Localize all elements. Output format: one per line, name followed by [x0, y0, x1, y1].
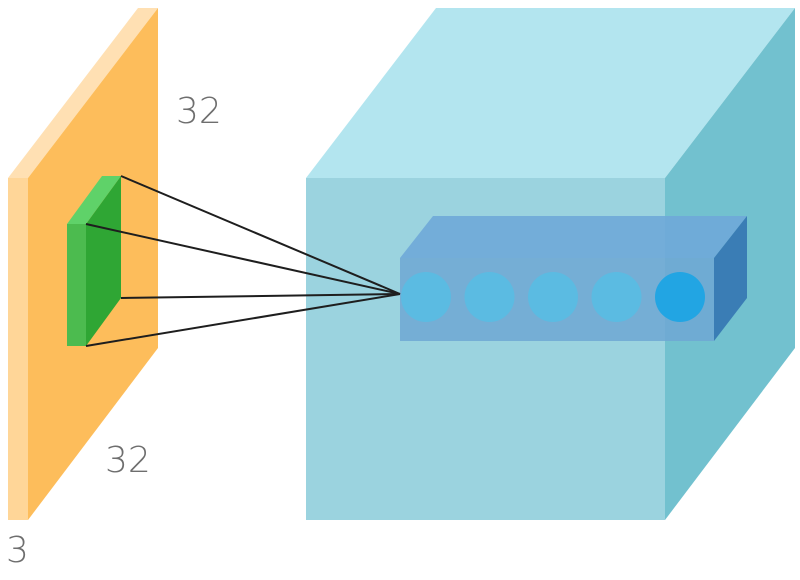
input-volume-left-edge [8, 178, 28, 520]
receptive-field-side-face [86, 176, 121, 346]
connection-line [85, 293, 401, 347]
input-depth-label: 3 [6, 530, 29, 571]
connection-lines [85, 175, 401, 347]
connection-line [120, 175, 401, 295]
neurons [401, 272, 705, 322]
neuron-column-top-face [400, 216, 747, 258]
output-volume-top-face [306, 8, 795, 178]
receptive-field [67, 176, 121, 346]
receptive-field-top-face [67, 176, 121, 224]
neuron [655, 272, 705, 322]
neuron [401, 272, 451, 322]
input-volume-top-face [8, 8, 158, 178]
input-height-label: 32 [176, 91, 222, 132]
connection-line [120, 293, 401, 299]
neuron [591, 272, 642, 322]
neuron-column-side-face [714, 216, 747, 341]
neuron [464, 272, 515, 322]
input-width-label: 32 [105, 440, 151, 481]
receptive-field-left-face [67, 224, 86, 346]
neuron-column [400, 216, 747, 341]
neuron [528, 272, 578, 322]
connection-line [85, 223, 401, 295]
